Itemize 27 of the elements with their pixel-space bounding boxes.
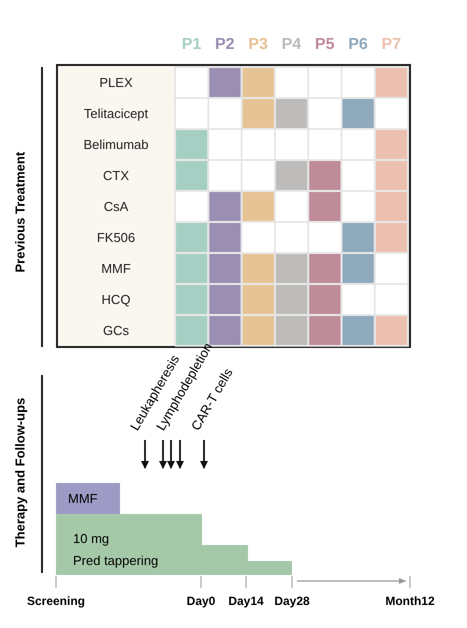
column-header: P6 (347, 36, 369, 54)
mmf-bar: MMF (56, 483, 120, 514)
arrow (159, 440, 167, 469)
row-label: HCQ (100, 292, 132, 307)
column-header: P2 (214, 36, 236, 54)
row-label: CTX (102, 168, 130, 183)
row-label: PLEX (98, 75, 134, 90)
timeline-label: Month12 (384, 594, 436, 608)
column-header: P5 (314, 36, 336, 54)
row-label: GCs (102, 323, 130, 338)
timeline-label: Screening (26, 594, 86, 608)
row-label: CsA (102, 199, 130, 214)
arrow (141, 440, 149, 469)
pred-bar: 10 mg Pred tappering (56, 514, 292, 575)
arrow (176, 440, 184, 469)
column-header: P1 (180, 36, 202, 54)
row-label: MMF (100, 261, 132, 276)
row-label: Telitacicept (82, 106, 150, 121)
column-header: P7 (380, 36, 402, 54)
column-header: P3 (247, 36, 269, 54)
row-label: Belimumab (82, 137, 150, 152)
column-header: P4 (280, 36, 302, 54)
row-label: FK506 (96, 230, 136, 245)
axis-title: Therapy and Follow-ups (12, 396, 28, 550)
axis-title: Previous Treatment (12, 152, 28, 272)
arrow (200, 440, 208, 469)
arrow (167, 440, 175, 469)
